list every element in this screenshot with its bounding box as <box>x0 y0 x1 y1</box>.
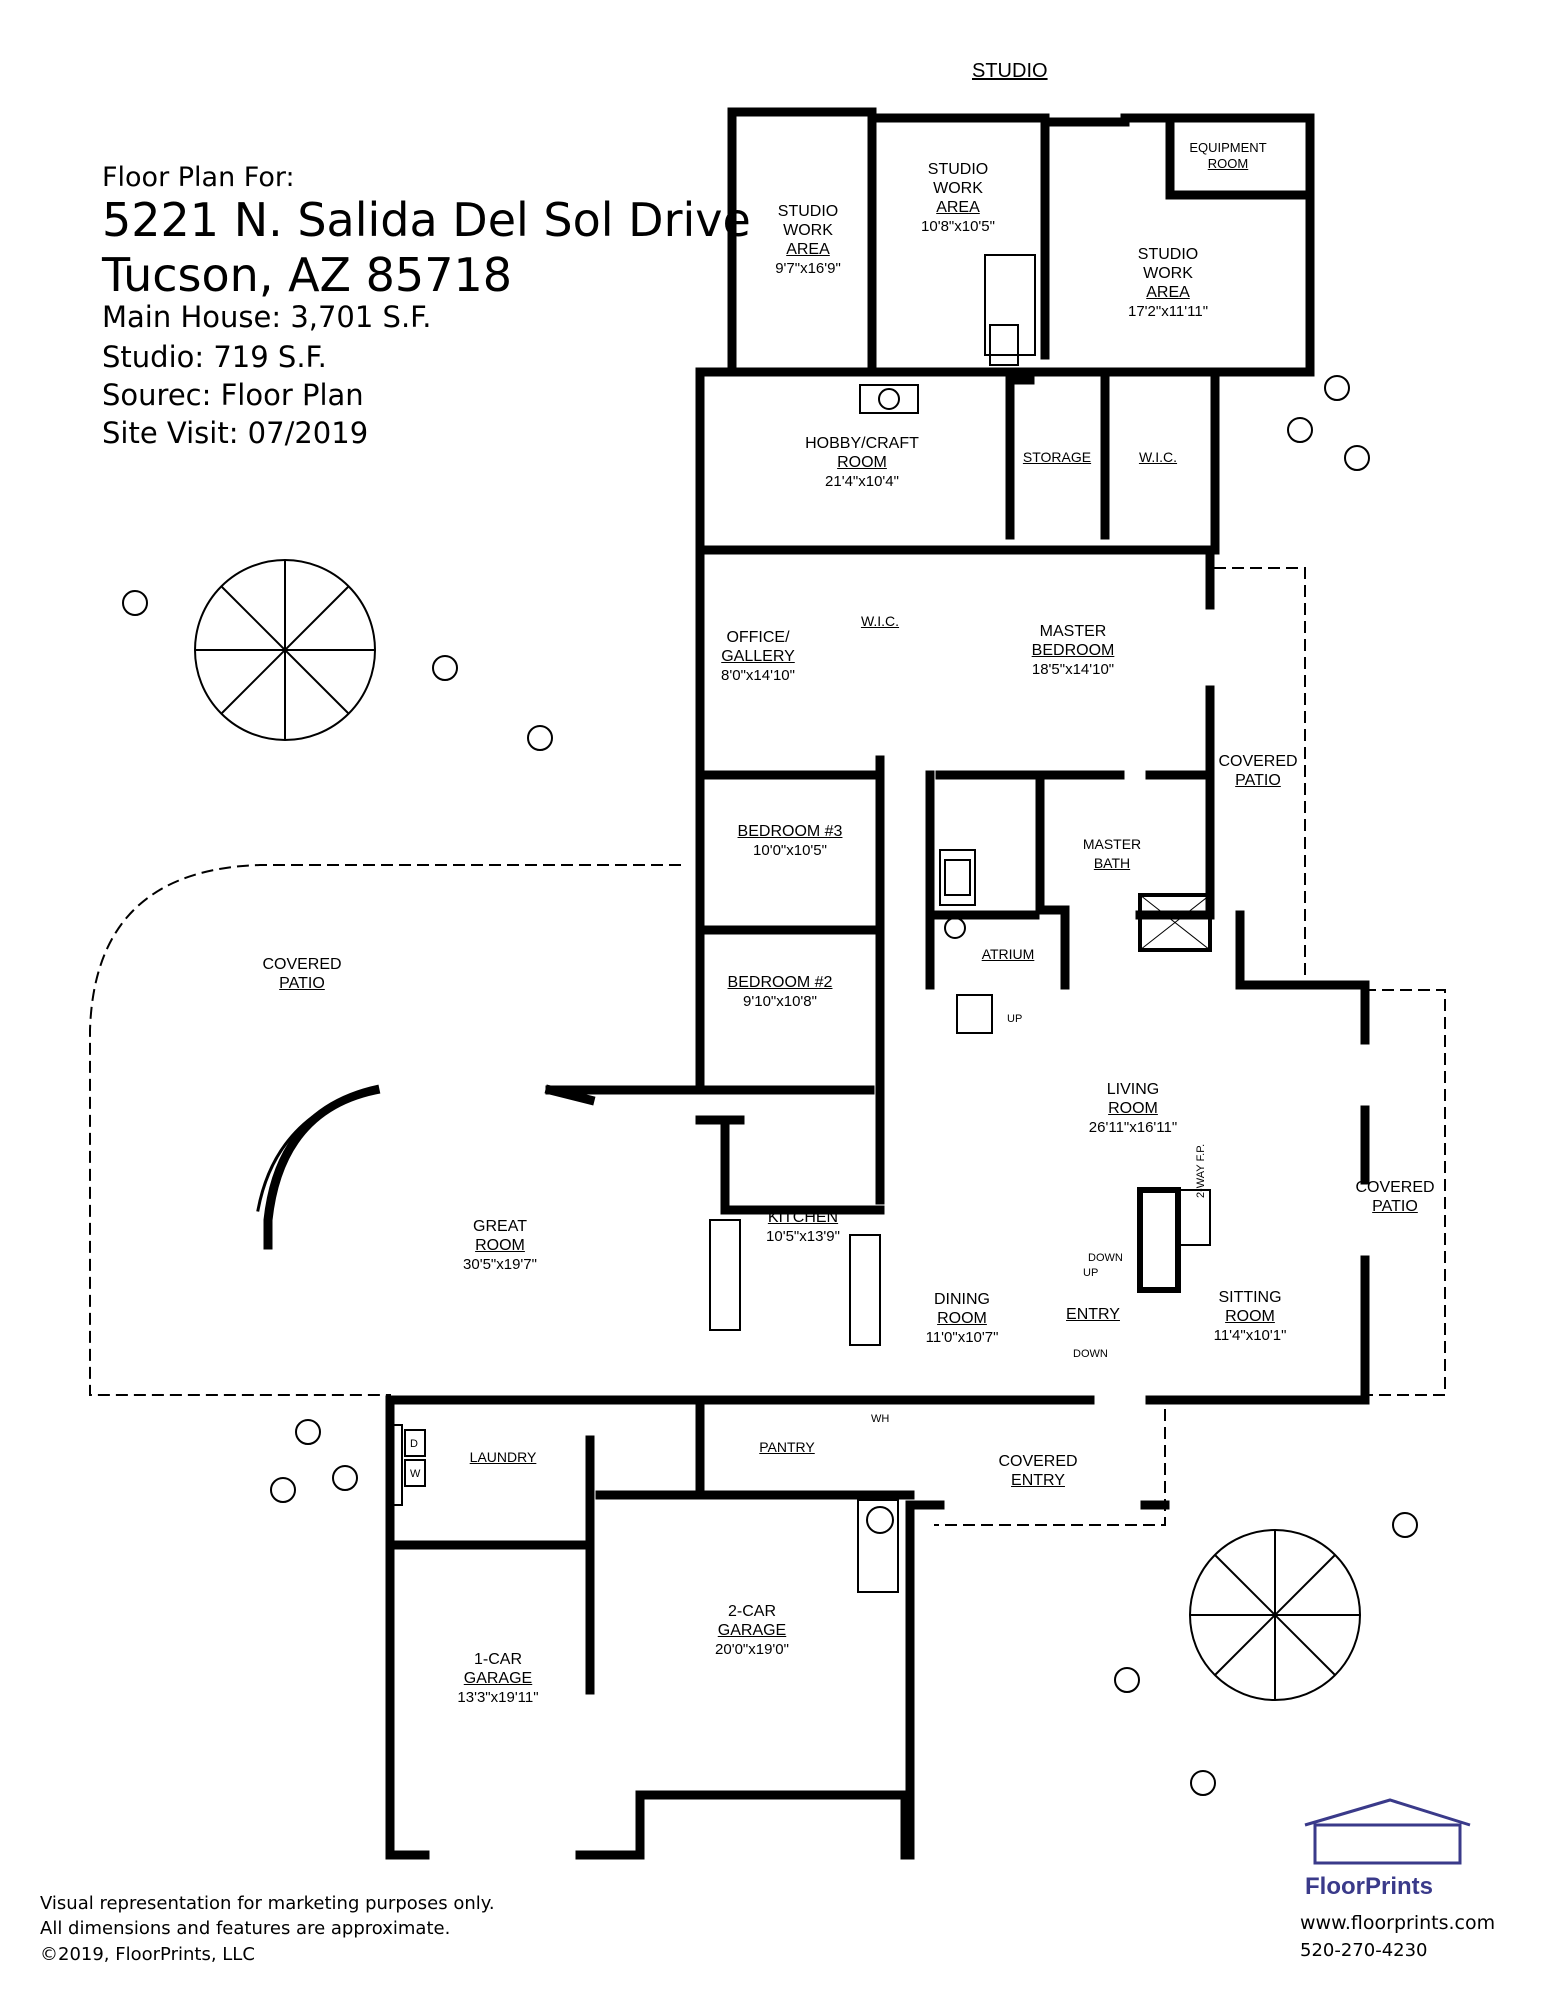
trees <box>122 375 1418 1796</box>
room-laundry: LAUNDRY <box>469 1449 537 1465</box>
great-room-curved-wall <box>263 1084 381 1250</box>
studio-area: Studio: 719 S.F. <box>102 340 327 374</box>
source: Sourec: Floor Plan <box>102 378 364 412</box>
stair-up-label-2: UP <box>1083 1267 1099 1279</box>
copyright: ©2019, FloorPrints, LLC <box>40 1944 255 1965</box>
floorprints-logo-text: FloorPrints <box>1305 1873 1434 1900</box>
logo-house <box>1304 1798 1471 1865</box>
floor-plan-intro: Floor Plan For: <box>102 162 295 193</box>
disclaimer-line1: Visual representation for marketing purp… <box>40 1893 495 1914</box>
room-storage: STORAGE <box>1022 449 1092 465</box>
address-line1: 5221 N. Salida Del Sol Drive <box>102 193 751 247</box>
studio-walls <box>727 107 1315 377</box>
covered-patio-right-outline <box>1364 989 1446 1396</box>
stair-up-label: UP <box>1007 1013 1023 1025</box>
room-entry: ENTRY <box>1066 1306 1120 1323</box>
fireplace-label: 2-WAY F.P. <box>1195 1143 1207 1198</box>
room-atrium: ATRIUM <box>981 946 1035 962</box>
phone-number: 520-270-4230 <box>1300 1940 1428 1961</box>
house-walls <box>385 545 1370 1860</box>
site-visit: Site Visit: 07/2019 <box>102 416 369 450</box>
website-link[interactable]: www.floorprints.com <box>1300 1912 1496 1934</box>
room-wic-mid: W.I.C. <box>860 613 900 629</box>
main-house-area: Main House: 3,701 S.F. <box>102 300 432 334</box>
water-heater-label: WH <box>871 1413 890 1425</box>
stair-down-label: DOWN <box>1088 1252 1123 1264</box>
disclaimer-line2: All dimensions and features are approxim… <box>40 1918 451 1939</box>
dryer-label: D <box>410 1438 418 1450</box>
studio-title: STUDIO <box>972 60 1048 82</box>
covered-entry-outline <box>934 1409 1166 1526</box>
stair-down-label-2: DOWN <box>1073 1348 1108 1360</box>
covered-patio-left-outline <box>89 864 681 1396</box>
room-pantry: PANTRY <box>759 1439 815 1455</box>
washer-label: W <box>410 1468 421 1480</box>
room-wic-top: W.I.C. <box>1138 449 1178 465</box>
hobby-row-walls <box>695 367 1220 555</box>
covered-patio-right-top-outline <box>1214 567 1306 986</box>
address-line2: Tucson, AZ 85718 <box>102 248 513 302</box>
